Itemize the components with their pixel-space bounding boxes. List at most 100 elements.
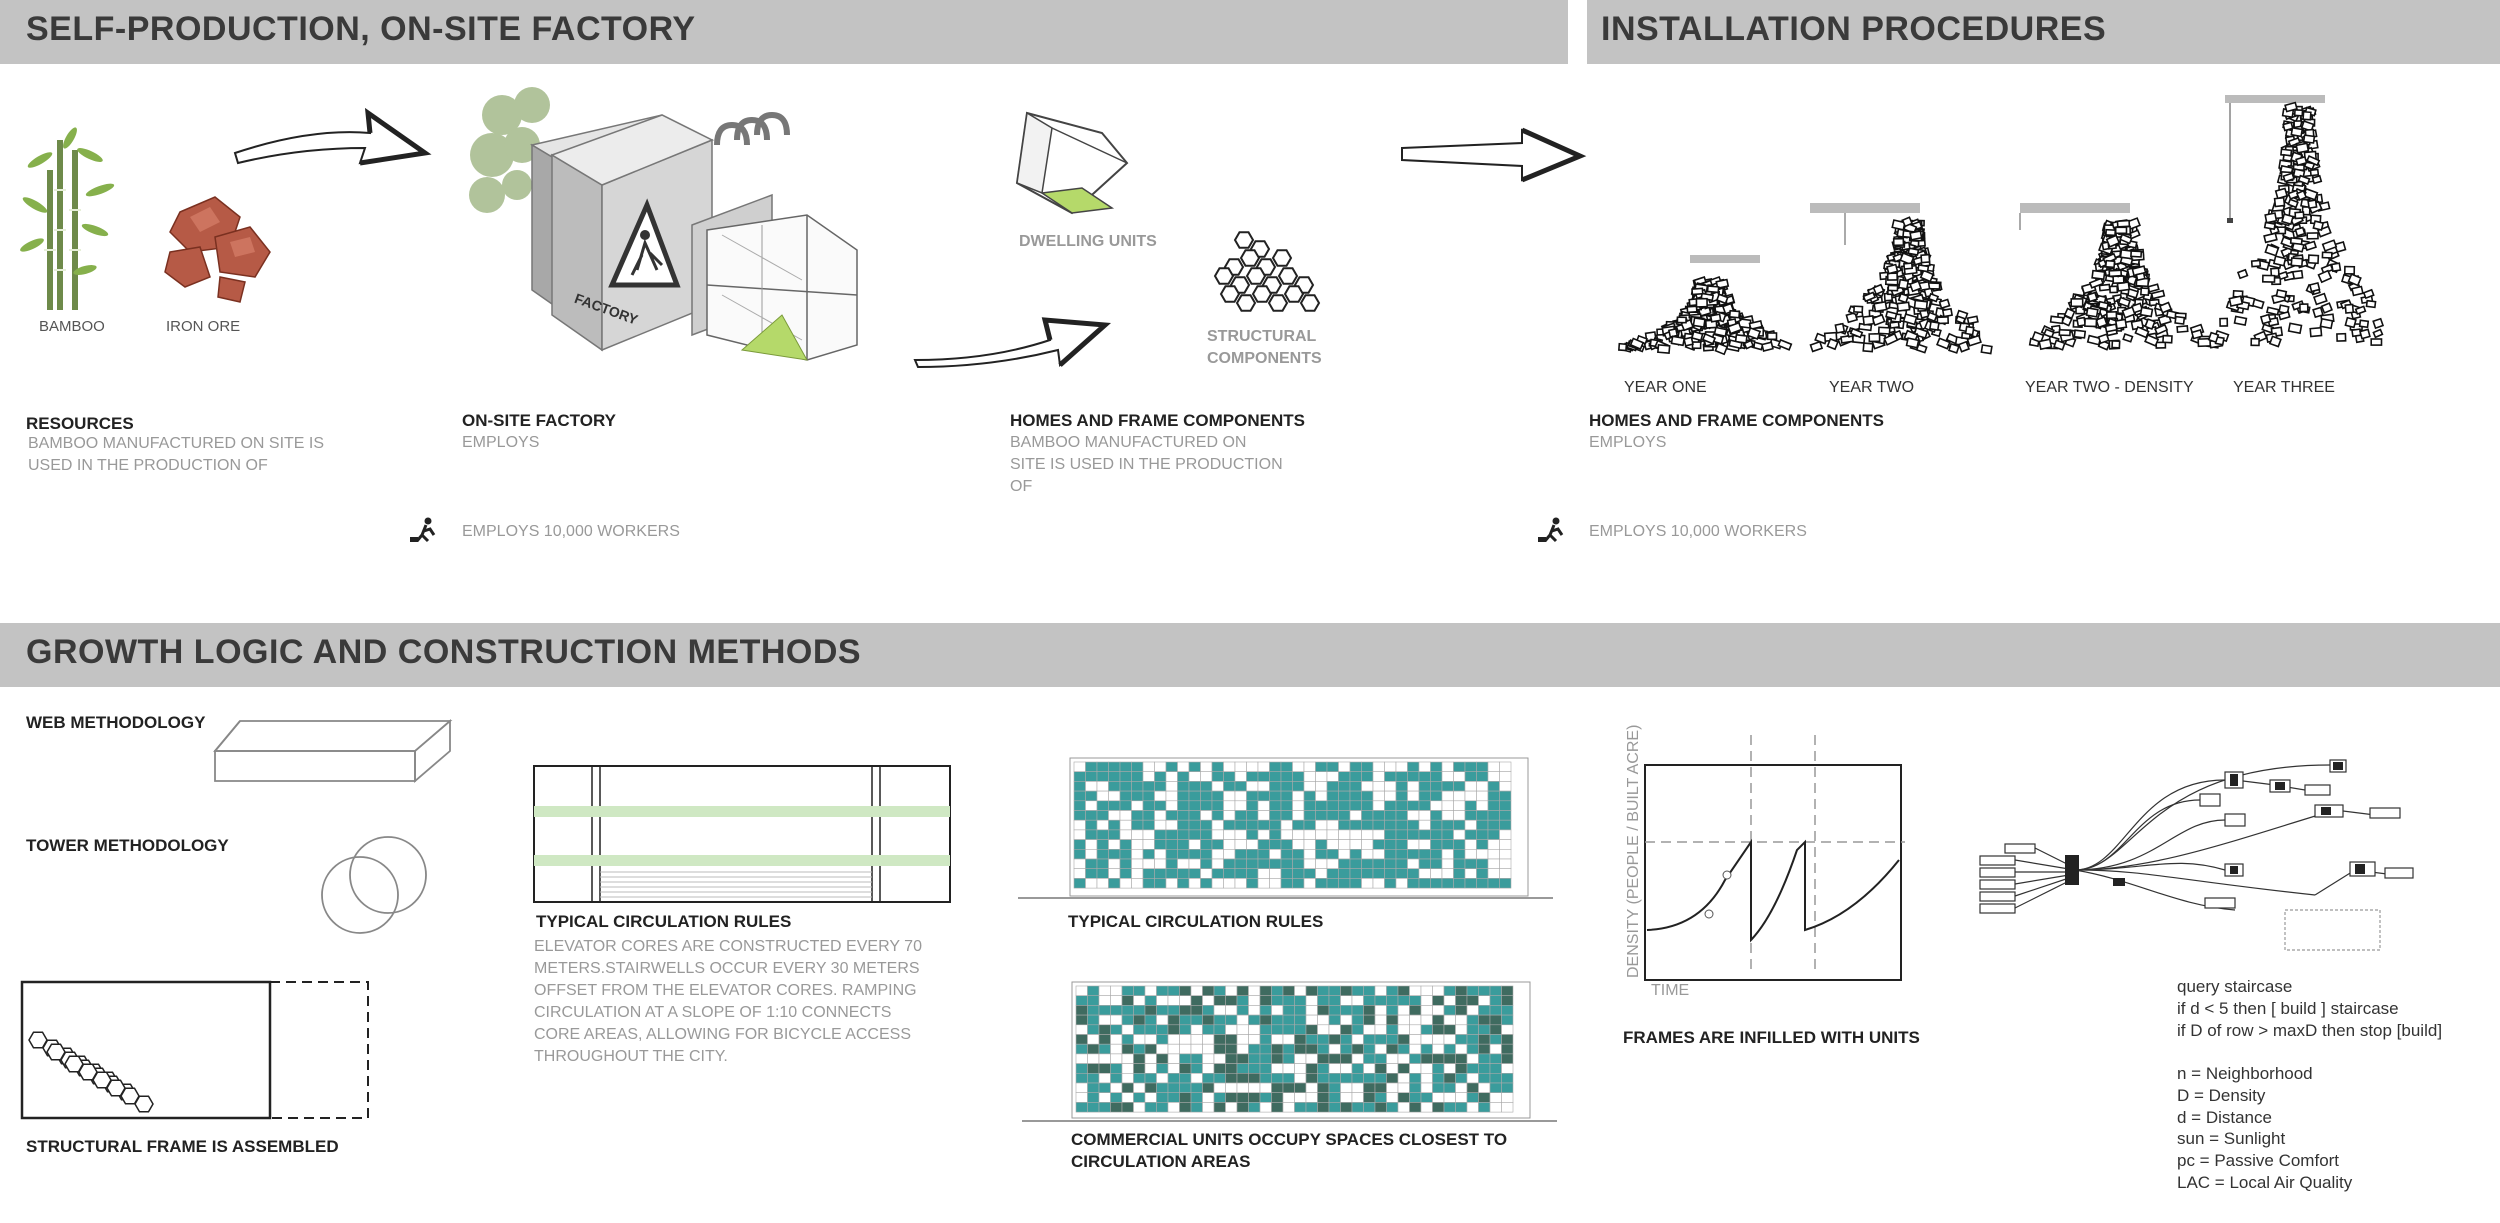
- grid-cell: [1223, 819, 1236, 831]
- grid-cell: [1317, 1024, 1330, 1035]
- grid-cell: [1466, 1005, 1479, 1016]
- grid-cell: [1154, 868, 1167, 879]
- grid-cell: [1455, 1102, 1468, 1113]
- grid-cell: [1073, 800, 1086, 811]
- grid-cell: [1236, 1005, 1249, 1016]
- grid-cell: [1294, 1073, 1307, 1084]
- grid-cell: [1110, 1043, 1123, 1055]
- grid-cell: [1407, 839, 1420, 850]
- code-line-7: d = Distance: [2177, 1108, 2272, 1127]
- tower-module: [1834, 322, 1846, 334]
- grid-cell: [1225, 1024, 1238, 1035]
- grid-cell: [1202, 1092, 1215, 1103]
- grid-cell: [1236, 1014, 1249, 1026]
- grid-cell: [1213, 985, 1226, 996]
- grid-cell: [1142, 761, 1155, 772]
- grid-cell: [1165, 810, 1178, 821]
- grid-cell: [1432, 1082, 1445, 1093]
- grid-cell: [1487, 800, 1500, 811]
- tower-module: [2097, 333, 2110, 345]
- grid-cell: [1165, 829, 1178, 840]
- grid-cell: [1259, 1073, 1272, 1084]
- grid-cell: [1131, 849, 1144, 860]
- grid-cell: [1211, 858, 1224, 869]
- grid-cell: [1361, 800, 1374, 811]
- grid-cell: [1478, 1102, 1491, 1113]
- hex-module: [1219, 285, 1241, 303]
- grid-cell: [1292, 878, 1305, 889]
- grid-cell: [1326, 781, 1339, 792]
- grid-cell: [1397, 1082, 1410, 1093]
- grid-cell: [1236, 1102, 1249, 1113]
- code-line-5: n = Neighborhood: [2177, 1064, 2313, 1083]
- grid-cell: [1489, 1073, 1502, 1084]
- grid-cell: [1211, 771, 1224, 782]
- grid-cell: [1315, 810, 1328, 821]
- grid-cell: [1409, 1043, 1422, 1055]
- tower-module: [1728, 339, 1743, 350]
- grid-cell: [1409, 995, 1422, 1006]
- grid-cell: [1328, 995, 1341, 1006]
- grid-cell: [1476, 781, 1489, 792]
- grid-cell: [1259, 1014, 1272, 1026]
- grid-cell: [1087, 985, 1100, 996]
- grid-cell: [1478, 1082, 1491, 1093]
- tower-module: [2250, 337, 2260, 347]
- grid-cell: [1328, 985, 1341, 996]
- grid-cell: [1466, 1092, 1479, 1103]
- grid-cell: [1085, 800, 1098, 811]
- tower-module: [1862, 342, 1874, 353]
- grid-cell: [1361, 829, 1374, 840]
- tower-module: [2321, 251, 2333, 259]
- tower-methodology-label: TOWER METHODOLOGY: [26, 836, 229, 855]
- grid-cell: [1202, 1034, 1215, 1045]
- tower-module: [2116, 219, 2131, 228]
- grid-cell: [1489, 1005, 1502, 1016]
- grid-cell: [1108, 878, 1121, 889]
- tower-module: [1877, 326, 1891, 335]
- tower-module: [2144, 318, 2156, 331]
- grid-cell: [1361, 819, 1374, 831]
- grid-cell: [1119, 839, 1132, 850]
- grid-cell: [1338, 810, 1351, 821]
- grid-cell: [1142, 858, 1155, 869]
- grid-cell: [1384, 771, 1397, 782]
- hex-module: [1213, 267, 1235, 285]
- grid-cell: [1179, 1034, 1192, 1045]
- grid-cell: [1487, 829, 1500, 840]
- grid-cell: [1386, 1024, 1399, 1035]
- grid-cell: [1282, 1034, 1295, 1045]
- grid-cell: [1466, 1073, 1479, 1084]
- grid-cell: [1073, 849, 1086, 860]
- hex-module: [1245, 267, 1267, 285]
- grid-cell: [1407, 858, 1420, 869]
- grid-cell: [1361, 781, 1374, 792]
- grid-cell: [1165, 839, 1178, 850]
- code-line-1: query staircase: [2177, 977, 2293, 996]
- grid-cell: [1188, 761, 1201, 772]
- grid-cell: [1453, 819, 1466, 831]
- grid-cell: [1280, 810, 1293, 821]
- grid-cell: [1372, 849, 1385, 860]
- grid-cell: [1430, 849, 1443, 860]
- grid-cell: [1110, 1053, 1123, 1064]
- grid-cell: [1154, 849, 1167, 860]
- grid-cell: [1386, 1073, 1399, 1084]
- grid-cell: [1259, 1034, 1272, 1045]
- tower-module: [1618, 342, 1628, 352]
- grid-cell: [1386, 1014, 1399, 1026]
- grid-cell: [1085, 829, 1098, 840]
- tower-module: [1936, 337, 1951, 350]
- grid-cell: [1133, 1034, 1146, 1045]
- grid-cell: [1349, 800, 1362, 811]
- grid-cell: [1269, 781, 1282, 792]
- grid-cell: [1478, 1024, 1491, 1035]
- grid-cell: [1374, 1063, 1387, 1074]
- grid-cell: [1292, 771, 1305, 782]
- grid-cell: [1340, 1092, 1353, 1103]
- grid-cell: [1351, 1005, 1364, 1016]
- grid-cell: [1351, 1102, 1364, 1113]
- tower-module: [2273, 196, 2286, 208]
- grid-cell: [1340, 1073, 1353, 1084]
- grid-cell: [1363, 1082, 1376, 1093]
